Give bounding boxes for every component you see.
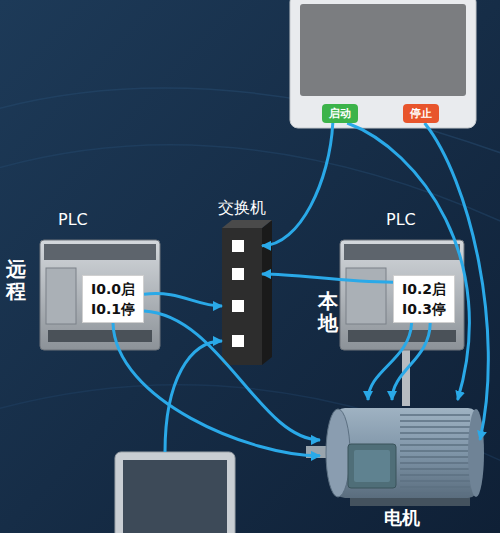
node-text: I0.3停 [402, 299, 446, 319]
switch-port [232, 240, 244, 252]
signal-wire [392, 323, 430, 400]
motor-fins [400, 412, 470, 494]
plc-terminals [48, 330, 152, 342]
node-text: 启动 [329, 106, 351, 121]
node-text: 交换机 [208, 198, 276, 219]
hmi-screen [300, 4, 466, 96]
plc-unit: PLC远程I0.0启I0.1停 [40, 240, 160, 350]
node-text: PLC [58, 210, 88, 229]
motor-rear-cap [468, 409, 484, 497]
motor: 电机 [320, 400, 480, 533]
laptop-screen [123, 460, 227, 533]
node-text: I0.0启 [91, 279, 135, 299]
stop-button: 停止 [403, 104, 439, 123]
node-text: 电机 [384, 506, 420, 530]
network-cable [165, 341, 222, 452]
node-text: 远程 [6, 258, 26, 302]
plc-body [340, 240, 464, 350]
signal-wire [262, 123, 333, 246]
node-text: PLC [386, 210, 416, 229]
motor-body [335, 408, 478, 498]
motor-end-cap [326, 409, 350, 497]
plc-top-strip [344, 244, 460, 260]
network-switch: 交换机 [222, 228, 262, 365]
node-text: 本地 [318, 290, 338, 334]
switch-body [222, 228, 262, 365]
laptop-frame [115, 452, 235, 533]
plc-top-strip [44, 244, 156, 260]
plc-unit: PLC本地I0.2启I0.3停 [340, 240, 464, 350]
node-text: 停止 [410, 106, 432, 121]
switch-port [232, 335, 244, 347]
hmi-frame [290, 0, 476, 128]
node-text: I0.2启 [402, 279, 446, 299]
signal-wire [113, 323, 320, 456]
signal-wire [368, 323, 412, 400]
switch-side [262, 220, 272, 365]
terminal-box-cover [354, 450, 390, 482]
io-label-box: I0.0启I0.1停 [82, 275, 144, 323]
plc-front [46, 268, 76, 324]
io-label-box: I0.2启I0.3停 [393, 275, 455, 323]
switch-port [232, 300, 244, 312]
switch-top [222, 220, 272, 228]
signal-wire [262, 274, 393, 282]
start-button: 启动 [322, 104, 358, 123]
node-text: I0.1停 [91, 299, 135, 319]
plc-front [346, 268, 386, 324]
terminal-box [348, 444, 396, 488]
switch-port [232, 268, 244, 280]
signal-wire [347, 123, 469, 400]
signal-wire [144, 293, 222, 306]
plc-stand [402, 350, 410, 406]
plc-body [40, 240, 160, 350]
plc-terminals [348, 330, 456, 342]
signal-wire [144, 311, 320, 440]
